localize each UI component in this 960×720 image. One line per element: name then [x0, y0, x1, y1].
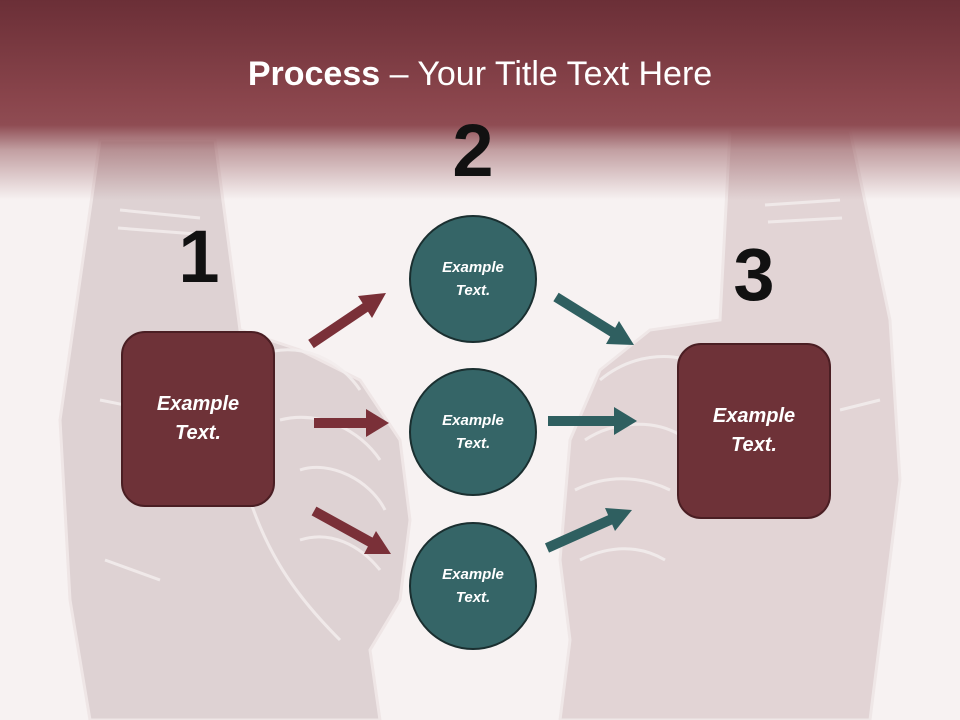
circle-middle-text-line2: Text. — [455, 435, 491, 452]
circle-bottom-text-line1: Example — [442, 566, 504, 583]
circle-middle-text-line1: Example — [442, 412, 504, 429]
step-3-text-line1: Example — [712, 405, 796, 427]
circle-top-text-line1: Example — [442, 259, 504, 276]
step-1-text-line2: Text. — [175, 422, 221, 444]
step-1-text-line1: Example — [156, 393, 240, 415]
step-number-1: 1 — [178, 215, 220, 298]
title-banner — [0, 0, 960, 200]
title-bold: Process — [247, 55, 381, 93]
circle-top-text-line2: Text. — [455, 282, 491, 299]
step-number-3: 3 — [733, 233, 775, 316]
step-3-text-line2: Text. — [731, 434, 777, 456]
slide-title: Process – Your Title Text Here — [0, 52, 960, 96]
circle-bottom-text-line2: Text. — [455, 589, 491, 606]
step-number-2: 2 — [452, 109, 494, 192]
title-rest: – Your Title Text Here — [380, 55, 713, 93]
